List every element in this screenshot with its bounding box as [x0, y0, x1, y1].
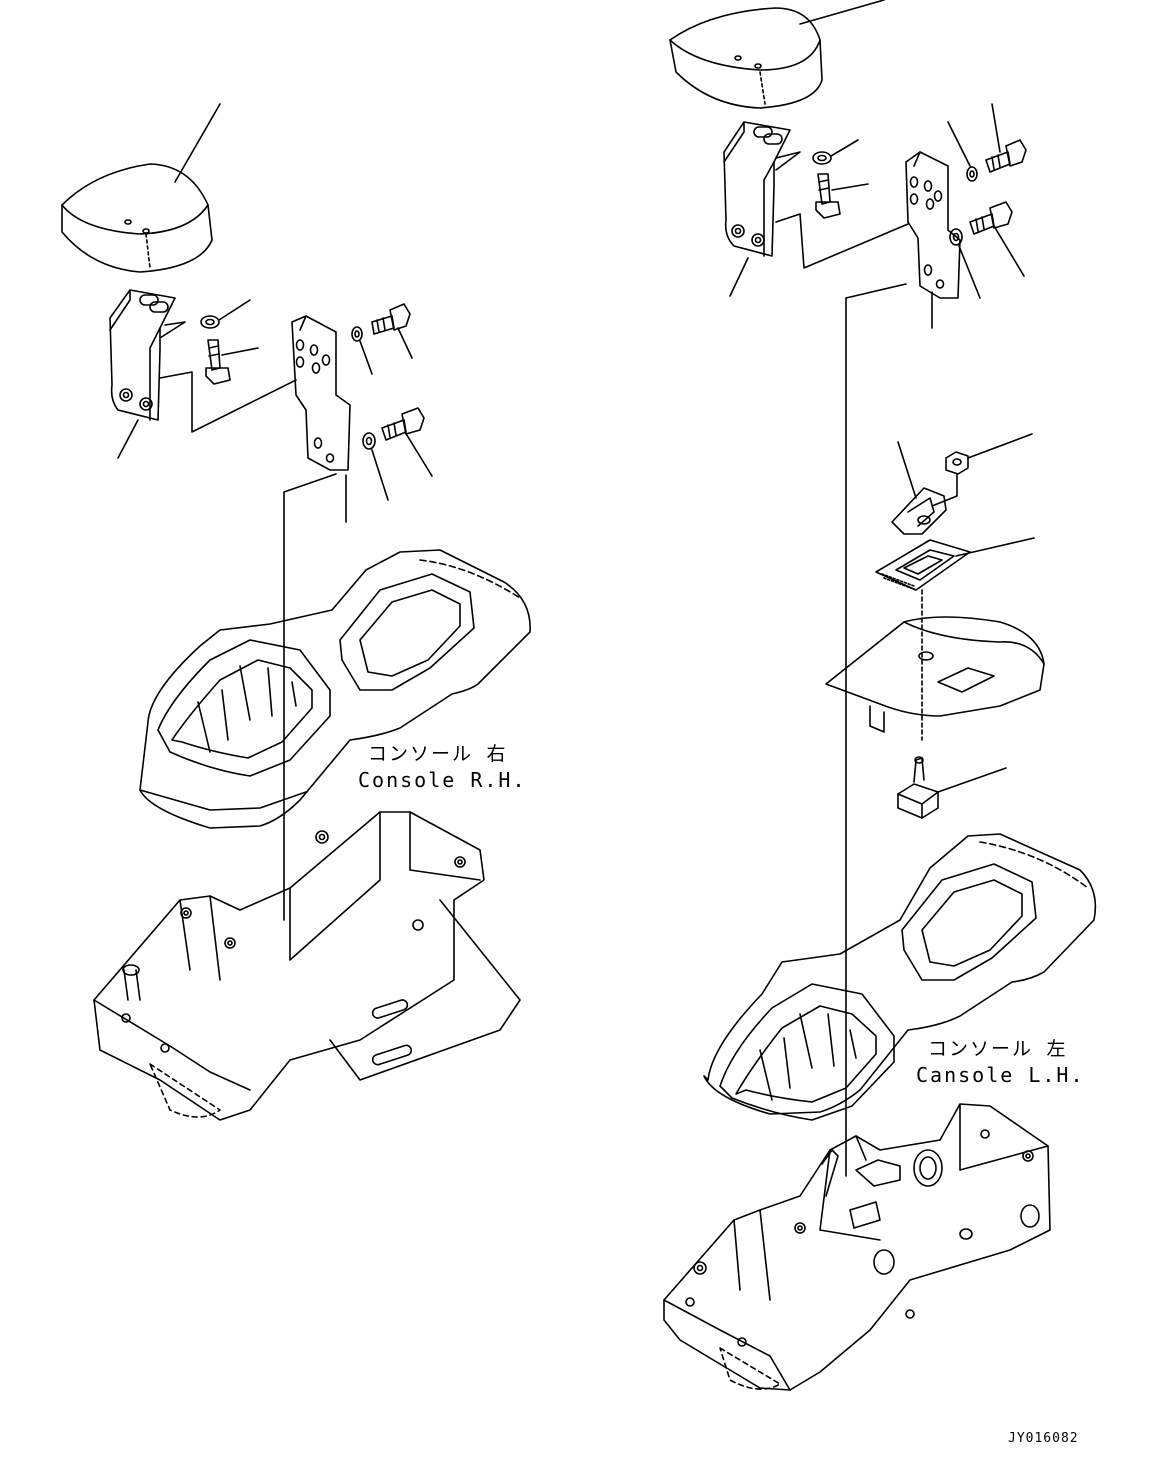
- lh-leader-bolt-2: [993, 225, 1025, 277]
- lh-washer-1: [812, 151, 832, 165]
- lh-leader-toggle: [937, 767, 1007, 793]
- rh-stud-bolt: [205, 339, 231, 385]
- lh-leader-stud-bolt: [831, 183, 869, 191]
- lh-leader-nut: [967, 433, 1033, 459]
- left-console-name-en: Cansole L.H.: [916, 1063, 1085, 1087]
- rh-mount-plate: [291, 315, 351, 471]
- lh-console-cover: [703, 833, 1097, 1121]
- rh-leader-bolt-1: [397, 327, 413, 359]
- lh-mount-plate: [905, 151, 961, 299]
- left-console-name-jp: コンソール 左: [928, 1038, 1068, 1060]
- lh-bolt-2: [969, 201, 1013, 235]
- lh-stud-bolt: [815, 173, 841, 219]
- rh-armrest-pad: [61, 163, 213, 273]
- rh-connect-line-1: [159, 321, 297, 433]
- rh-leader-bolt-2: [404, 431, 433, 477]
- lh-leader-bolt-1: [991, 103, 1001, 153]
- rh-armrest-bracket: [109, 289, 176, 421]
- lh-bolt-1: [985, 139, 1027, 173]
- lh-leader-plate-2: [955, 537, 1035, 557]
- lh-armrest-base: [825, 616, 1045, 733]
- lh-switch-nut: [945, 451, 969, 475]
- lh-washer-2: [966, 166, 978, 182]
- lh-toggle-switch: [897, 756, 939, 819]
- lh-leader-washer-1: [830, 139, 859, 157]
- rh-leader-pad: [174, 103, 221, 183]
- lh-leader-washer-3: [958, 245, 981, 299]
- lh-leader-pad: [799, 0, 885, 25]
- lh-armrest-pad: [669, 7, 823, 109]
- drawing-code: JY016082: [1008, 1431, 1079, 1446]
- rh-leader-washer-3: [371, 449, 389, 501]
- lh-switch-guard: [891, 487, 947, 535]
- rh-bolt-2: [381, 407, 425, 441]
- right-console-name-en: Console R.H.: [358, 768, 527, 792]
- lh-washer-3: [949, 228, 963, 246]
- rh-leader-bracket: [117, 419, 139, 459]
- rh-center-line-main: [283, 473, 337, 921]
- lh-center-line-main: [845, 283, 907, 1177]
- lh-nut-connect-line: [931, 473, 958, 507]
- lh-leader-bracket: [729, 257, 749, 297]
- rh-washer-1: [200, 315, 220, 329]
- rh-console-box: [93, 811, 521, 1121]
- rh-center-line-pad: [145, 233, 151, 269]
- rh-leader-washer-2: [359, 340, 373, 375]
- right-console-name-jp: コンソール 右: [368, 743, 508, 765]
- lh-console-box: [663, 1103, 1051, 1391]
- rh-console-cover: [139, 549, 531, 829]
- rh-leader-stud-bolt: [221, 347, 259, 356]
- lh-connect-line-1: [775, 151, 909, 269]
- lh-leader-guard: [897, 441, 917, 499]
- lh-leader-washer-2: [947, 121, 971, 167]
- lh-armrest-bracket: [723, 121, 791, 257]
- rh-washer-2: [351, 326, 363, 342]
- rh-bolt-1: [371, 303, 411, 335]
- rh-leader-washer-1: [218, 299, 251, 321]
- lh-center-line-pad: [759, 71, 766, 105]
- lh-switch-plate: [875, 539, 971, 591]
- rh-washer-3: [362, 432, 376, 450]
